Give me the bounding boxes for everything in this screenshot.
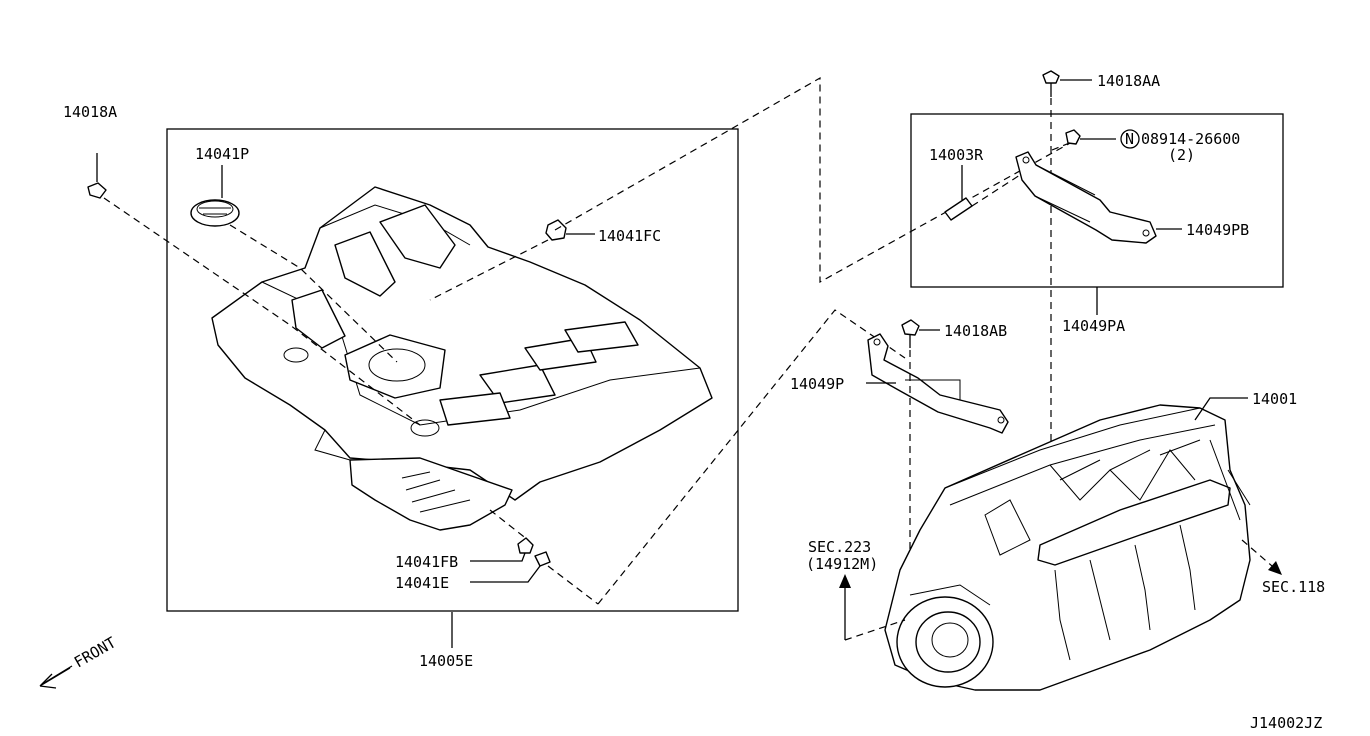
grommet-14041FC: [545, 219, 595, 241]
label-08914-26600: 08914-26600: [1141, 130, 1240, 148]
label-14049PA: 14049PA: [1062, 317, 1125, 335]
label-front: FRONT: [71, 633, 119, 671]
label-14003R: 14003R: [929, 146, 984, 164]
bracket-14049PB: [1015, 151, 1182, 244]
bolt-14018AB: [901, 319, 940, 348]
n-circle-icon: [1120, 129, 1140, 149]
label-14005E: 14005E: [419, 652, 473, 670]
dash-cap: [229, 224, 398, 363]
label-14001: 14001: [1252, 390, 1297, 408]
grommet-14041FB: [470, 537, 534, 562]
nut-08914-26600: [1065, 129, 1140, 149]
bolt-14018A: [87, 153, 107, 199]
collar-14041E: [470, 551, 551, 583]
dash-collar: [547, 565, 599, 605]
dash-stud: [971, 141, 1073, 207]
label-14041FB: 14041FB: [395, 553, 458, 571]
label-14049P: 14049P: [790, 375, 844, 393]
label-sec223: SEC.223: [808, 538, 871, 556]
nut-marker-text: N: [1125, 130, 1134, 148]
label-sec118: SEC.118: [1262, 578, 1325, 596]
front-arrow-icon: [39, 665, 73, 689]
label-14018A: 14018A: [63, 103, 117, 121]
dash-bolt-14018A: [103, 197, 421, 426]
dash-grommet-fb: [489, 509, 529, 541]
label-sec223-sub: (14912M): [806, 555, 878, 573]
stud-14003R: [944, 165, 973, 221]
intake-manifold-14001: [884, 404, 1251, 691]
dash-grommet-fc: [429, 239, 549, 301]
dash-to-bracket-box: [554, 76, 1073, 284]
label-14041E: 14041E: [395, 574, 449, 592]
bracket-14049P: [866, 333, 1009, 434]
engine-cover-14005E: [211, 186, 713, 531]
leader-14001: [1194, 397, 1248, 421]
label-14041FC: 14041FC: [598, 227, 661, 245]
oil-cap-14041P: [190, 199, 240, 227]
sec118-arrow: [1241, 539, 1282, 575]
label-14049PB: 14049PB: [1186, 221, 1249, 239]
bolt-14018AA: [1042, 70, 1092, 97]
label-08914-qty: (2): [1168, 146, 1195, 164]
label-14018AA: 14018AA: [1097, 72, 1160, 90]
label-14041P: 14041P: [195, 145, 249, 163]
engine-cover-group-frame: [166, 128, 739, 612]
sec223-arrow: [839, 574, 906, 641]
diagram-id: J14002JZ: [1250, 714, 1322, 732]
label-14018AB: 14018AB: [944, 322, 1007, 340]
